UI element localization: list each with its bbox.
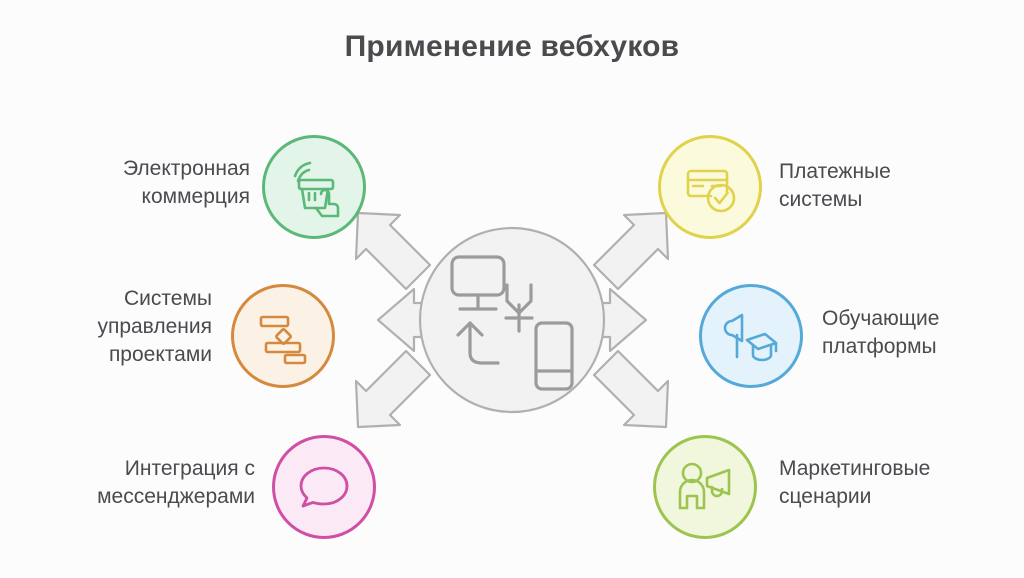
person-megaphone-icon <box>678 462 731 510</box>
node-project-management[interactable] <box>231 284 335 388</box>
flag-graduation-cap-icon <box>723 313 778 362</box>
label-ecommerce: Электронная коммерция <box>123 157 250 208</box>
webhook-hub <box>354 211 670 429</box>
label-education-platforms: Обучающие платформы <box>822 307 940 358</box>
node-ecommerce[interactable] <box>262 135 366 239</box>
speech-bubble-icon <box>299 466 349 508</box>
webhook-connector-icon <box>504 283 534 333</box>
label-payment-systems: Платежные системы <box>779 160 891 211</box>
hub-arrow-down-left <box>354 349 432 429</box>
monitor-icon <box>450 255 506 311</box>
node-messenger-integration[interactable] <box>272 435 376 539</box>
hub-arrow-down-right <box>592 349 670 429</box>
hub-arrow-up-right <box>592 211 670 291</box>
node-payment-systems[interactable] <box>658 135 762 239</box>
hub-circle <box>418 226 606 414</box>
label-project-management: Системы управления проектами <box>97 287 212 366</box>
node-marketing-scenarios[interactable] <box>653 435 757 539</box>
credit-card-check-icon <box>686 169 736 213</box>
gantt-chart-icon <box>259 315 307 365</box>
return-arrow-icon <box>456 321 500 365</box>
page-title: Применение вебхуков <box>344 30 680 63</box>
hub-arrow-up-left <box>354 211 432 291</box>
smartphone-icon <box>534 321 574 391</box>
label-marketing-scenarios: Маркетинговые сценарии <box>779 457 931 508</box>
label-messenger-integration: Интеграция с мессенджерами <box>97 457 255 508</box>
node-education-platforms[interactable] <box>699 284 803 388</box>
hub-icon-group <box>450 255 574 391</box>
shopping-basket-tap-icon <box>293 161 340 218</box>
